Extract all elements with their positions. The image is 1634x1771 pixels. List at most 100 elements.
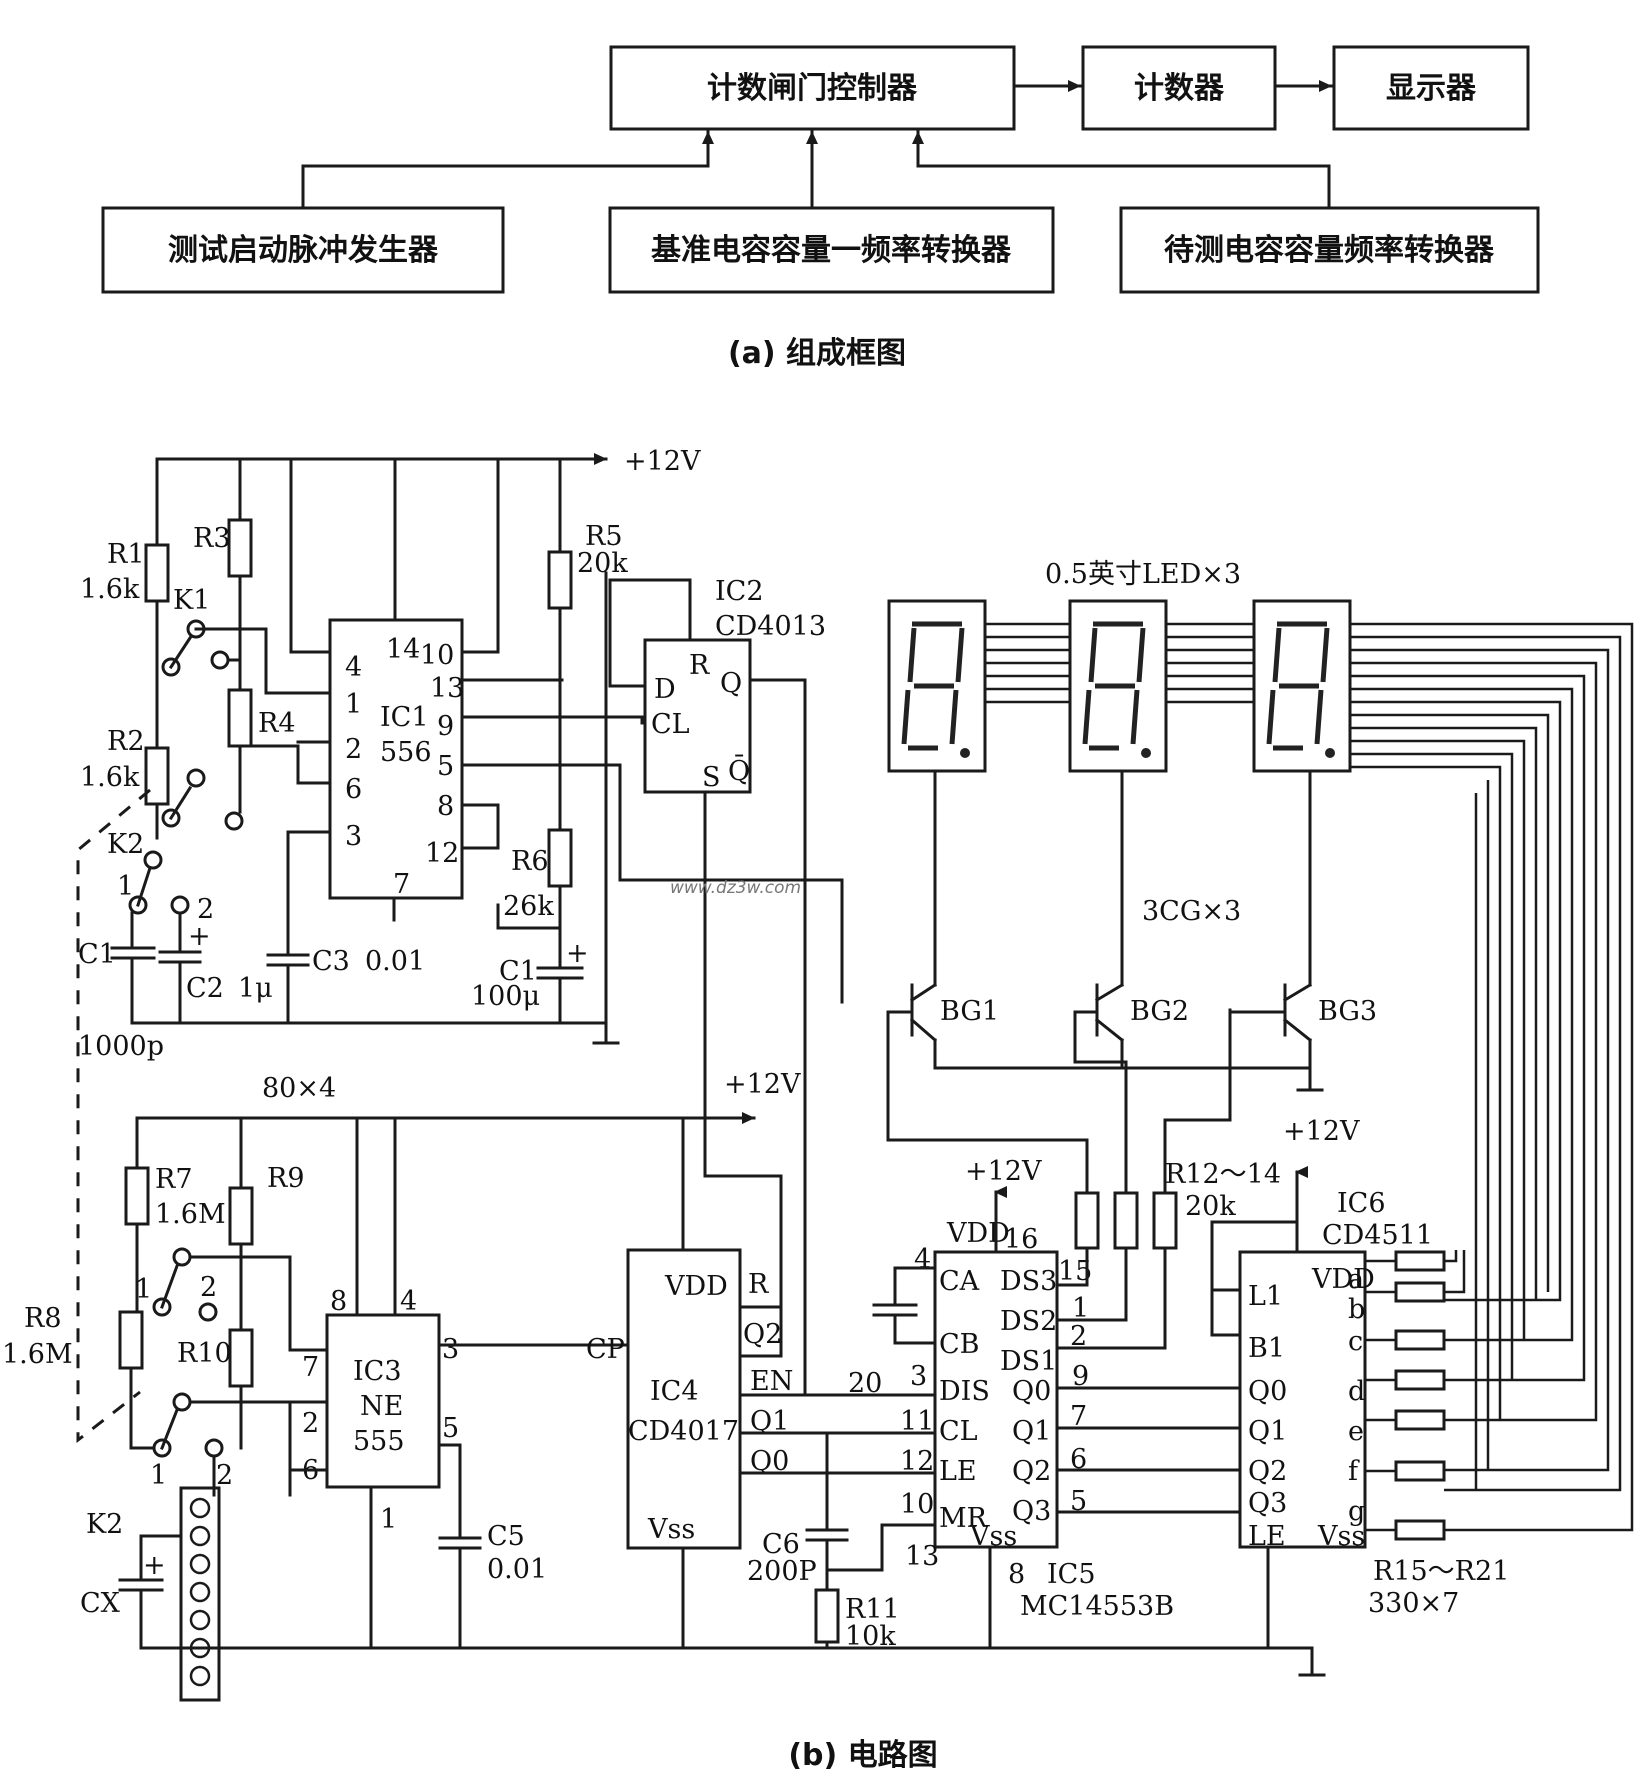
ic3-part1: NE — [360, 1391, 403, 1422]
c2-plus: + — [188, 921, 211, 952]
ic5-part: MC14553B — [1020, 1591, 1174, 1622]
wire — [1073, 1010, 1128, 1064]
ic5-pin-label: CA — [939, 1266, 980, 1297]
ic6-chip — [1238, 1250, 1367, 1549]
k2-sw-1: 1 — [117, 871, 134, 902]
c3-value: 0.01 — [365, 946, 425, 977]
cx-socket[interactable] — [179, 1486, 221, 1702]
ic6-part: CD4511 — [1322, 1220, 1433, 1251]
ic1-pin: 9 — [437, 711, 454, 742]
k2-contact[interactable] — [186, 768, 206, 788]
r3-resistor — [227, 518, 253, 578]
ic3-pin: 8 — [330, 1286, 347, 1317]
bg2-label: BG2 — [1130, 996, 1189, 1027]
r20-resistor — [1394, 1460, 1446, 1482]
r5-label: R5 — [585, 521, 623, 552]
r18-resistor — [1394, 1369, 1446, 1391]
ic2-pin: R — [689, 650, 710, 681]
ic4-pin: Vss — [647, 1514, 695, 1545]
k2-sw-2: 2 — [197, 894, 214, 925]
ic5-pin: 9 — [1072, 1361, 1089, 1392]
k2-select-contact[interactable] — [143, 850, 163, 870]
wire — [893, 1266, 937, 1307]
r15-value: 330×7 — [1368, 1588, 1459, 1619]
ref-cap-conv-label: 基准电容容量一频率转换器 — [651, 233, 1012, 268]
note-80x4: 80×4 — [262, 1073, 336, 1104]
r9-resistor — [228, 1186, 254, 1246]
ic1-pin: 13 — [430, 673, 464, 704]
wire — [460, 763, 844, 1004]
ic3-pin: 2 — [302, 1408, 319, 1439]
ic5-pin-label: LE — [939, 1456, 977, 1487]
k2-select-lever[interactable] — [136, 866, 152, 907]
ic3-name: IC3 — [353, 1356, 402, 1387]
ic5-pin-label: DS2 — [1000, 1306, 1057, 1337]
block-diagram: 计数闸门控制器 计数器 显示器 测试启动脉冲发生器 基准电容容量一频率转换器 待… — [101, 45, 1540, 371]
r11-label: R11 — [845, 1594, 900, 1625]
start-pulse-box — [101, 206, 505, 294]
ic2-chip — [643, 638, 752, 794]
gate-controller-label: 计数闸门控制器 — [707, 71, 918, 106]
test-cap-conv-label: 待测电容容量频率转换器 — [1164, 233, 1495, 268]
ic4-pin: CP — [586, 1334, 625, 1365]
ic1-pin: 14 — [386, 634, 420, 665]
ic1-name: IC1 — [380, 702, 429, 733]
ic5-pin-label: Q1 — [1012, 1416, 1051, 1447]
ic3-pin: 5 — [442, 1413, 459, 1444]
k1-contact[interactable] — [210, 650, 230, 670]
ic5-supply-label: +12V — [965, 1156, 1042, 1187]
r1-value: 1.6k — [80, 574, 140, 605]
c1b-value: 100μ — [471, 981, 540, 1012]
ic6-pin: Q0 — [1248, 1376, 1287, 1407]
wire — [239, 1255, 329, 1352]
k2b-lever[interactable] — [160, 1408, 179, 1450]
ic5-pin-label: DS3 — [1000, 1266, 1057, 1297]
k2b-lever[interactable] — [160, 1264, 179, 1309]
r12-label: R12～14 — [1165, 1159, 1281, 1190]
ic5-pin-label: CL — [939, 1416, 978, 1447]
ic3-chip — [325, 1313, 441, 1489]
ic6-supply-label: +12V — [1283, 1116, 1360, 1147]
ic5-pin-label: MR — [939, 1503, 988, 1534]
ic6-pin: a — [1348, 1264, 1364, 1295]
k2b-contact[interactable] — [172, 1247, 192, 1267]
ic1-pin: 1 — [345, 689, 362, 720]
k2b-contact[interactable] — [204, 1438, 224, 1458]
k2b-contact[interactable] — [172, 1392, 192, 1412]
r8-label: R8 — [24, 1303, 62, 1334]
r6-resistor — [547, 828, 573, 888]
k1-lever[interactable] — [168, 635, 193, 670]
ic6-pin: Q2 — [1248, 1456, 1287, 1487]
wire — [1055, 1246, 1089, 1287]
r6-label: R6 — [511, 846, 549, 877]
wire — [289, 457, 332, 654]
socket-hole — [189, 1553, 211, 1575]
cx-label: CX — [80, 1588, 121, 1619]
display-label: 显示器 — [1386, 71, 1477, 106]
r17-resistor — [1394, 1329, 1446, 1351]
r7-value: 1.6M — [155, 1199, 226, 1230]
r3-label: R3 — [193, 523, 231, 554]
r10-resistor — [228, 1328, 254, 1388]
bg3-label: BG3 — [1318, 996, 1377, 1027]
k2b-sw-2: 2 — [200, 1272, 217, 1303]
wire — [238, 744, 332, 785]
segment-bus — [985, 622, 1634, 1532]
arrow-test-to-gate — [912, 130, 1331, 210]
wire — [139, 1534, 183, 1582]
ic6-pin: Vss — [1317, 1521, 1365, 1552]
k2-lever[interactable] — [168, 785, 193, 821]
r9-label: R9 — [267, 1163, 305, 1194]
k2-contact[interactable] — [224, 811, 244, 831]
k1-label: K1 — [173, 585, 210, 616]
wire — [1210, 1288, 1242, 1337]
bg1-transistor — [886, 982, 938, 1043]
wire — [1444, 1250, 1458, 1263]
k2-select-contact[interactable] — [170, 895, 190, 915]
ic1-pin: 10 — [420, 640, 454, 671]
ic5-pin: 11 — [900, 1406, 934, 1437]
mid-supply-label: +12V — [724, 1069, 801, 1100]
ic6-pin: f — [1348, 1456, 1360, 1487]
wire — [1163, 1008, 1232, 1195]
k2b-contact[interactable] — [198, 1302, 218, 1322]
